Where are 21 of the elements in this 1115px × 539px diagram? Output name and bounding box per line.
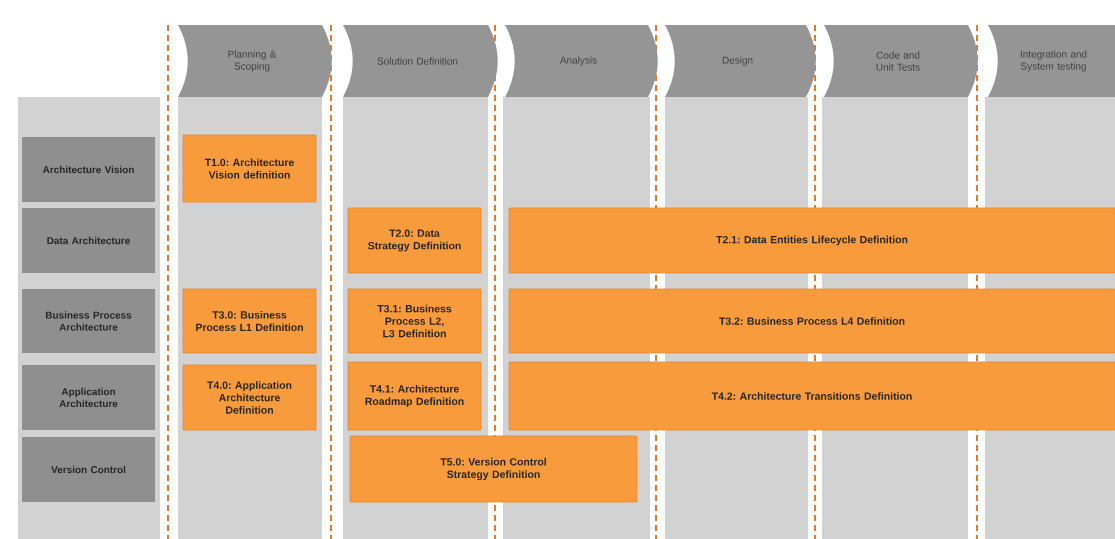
phase-header: Integration and System testing [988, 25, 1115, 97]
task-box: T2.0: Data Strategy Definition [347, 207, 482, 274]
phase-header: Design [665, 25, 816, 97]
task-box: T4.2: Architecture Transitions Definition [508, 361, 1115, 431]
phase-header: Planning & Scoping [178, 25, 332, 97]
task-box: T3.0: Business Process L1 Definition [182, 288, 317, 354]
task-box: T3.1: Business Process L2, L3 Definition [347, 288, 482, 354]
phase-header: Analysis [505, 25, 658, 97]
row-header-box: Data Architecture [22, 208, 155, 273]
row-header-box: Architecture Vision [22, 137, 155, 202]
row-header-box: Version Control [22, 437, 155, 502]
task-box: T4.1: Architecture Roadmap Definition [347, 361, 482, 431]
phase-header: Code and Unit Tests [824, 25, 978, 97]
task-box: T4.0: Application Architecture Definition [182, 364, 317, 431]
row-header-box: Application Architecture [22, 365, 155, 430]
row-header-box: Business Process Architecture [22, 289, 155, 353]
task-box: T3.2: Business Process L4 Definition [508, 288, 1115, 354]
phase-header: Solution Definition [343, 25, 498, 97]
task-box: T1.0: Architecture Vision definition [182, 134, 317, 203]
task-box: T5.0: Version Control Strategy Definition [349, 435, 638, 503]
task-box: T2.1: Data Entities Lifecycle Definition [508, 207, 1115, 274]
